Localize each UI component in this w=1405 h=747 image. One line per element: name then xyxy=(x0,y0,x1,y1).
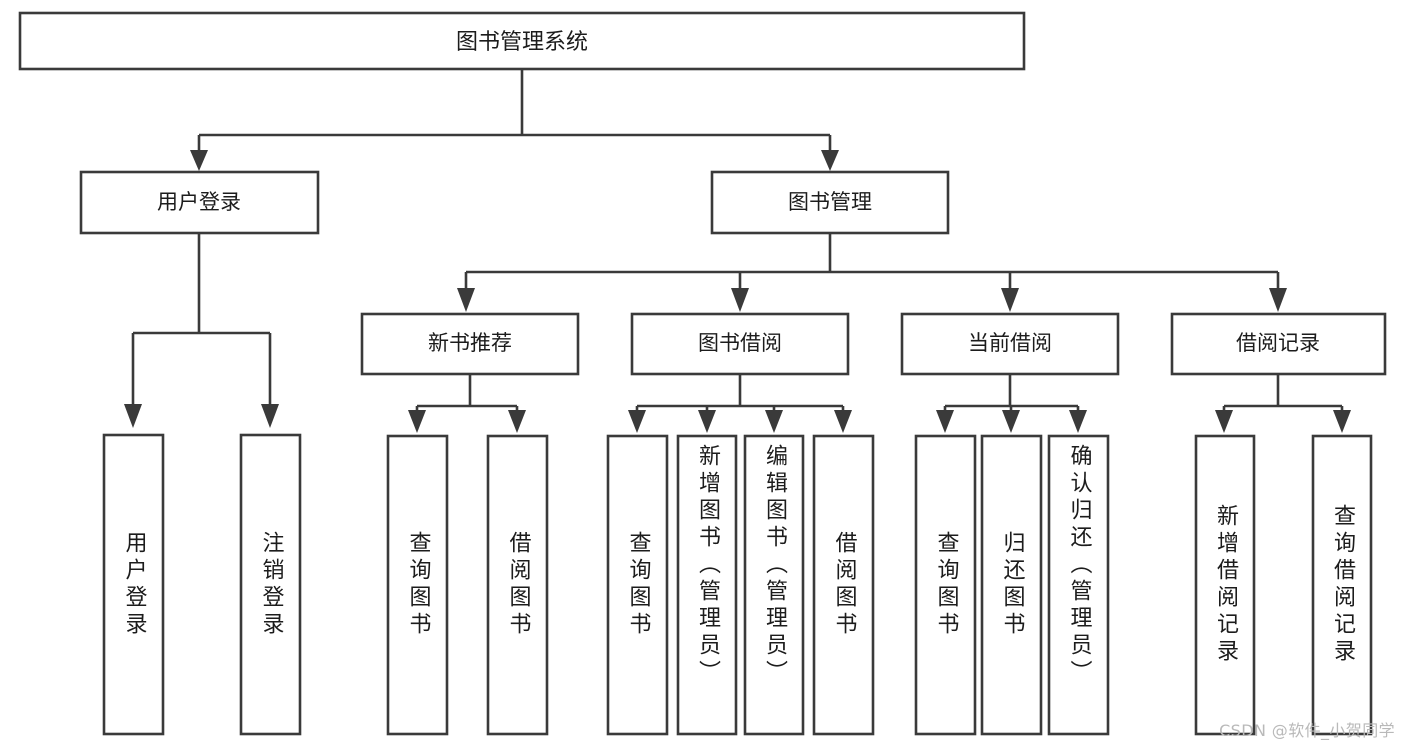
arrow-head-borrow-leaf-1 xyxy=(698,410,716,433)
leaf-new-book-0[interactable] xyxy=(386,434,449,736)
leaf-current-borrow-1[interactable] xyxy=(980,434,1043,736)
arrow-head-record-leaf-1 xyxy=(1333,410,1351,433)
arrow-head-record-leaf-0 xyxy=(1215,410,1233,433)
node-book-management-box[interactable] xyxy=(710,170,950,235)
leaf-new-book-1[interactable] xyxy=(486,434,549,736)
csdn-watermark: CSDN @软件_小贺同学 xyxy=(1219,721,1395,740)
node-book-management-label: 图书管理 xyxy=(788,190,872,214)
leaf-book-borrow-0-box[interactable] xyxy=(606,434,669,736)
leaf-user-login-0[interactable] xyxy=(102,433,165,736)
node-book-borrow-label: 图书借阅 xyxy=(698,331,782,355)
leaf-book-borrow-3-box[interactable] xyxy=(812,434,875,736)
node-root-box[interactable] xyxy=(18,11,1026,71)
node-new-book-recommend-label: 新书推荐 xyxy=(428,331,512,355)
node-user-login[interactable]: 用户登录 xyxy=(79,170,320,235)
node-current-borrow-label: 当前借阅 xyxy=(968,331,1052,355)
leaf-current-borrow-1-box[interactable] xyxy=(980,434,1043,736)
leaf-user-login-1[interactable] xyxy=(239,433,302,736)
leaf-book-borrow-2[interactable] xyxy=(743,434,805,736)
arrow-head-current-leaf-1 xyxy=(1002,410,1020,433)
leaf-new-book-1-box[interactable] xyxy=(486,434,549,736)
node-user-login-label: 用户登录 xyxy=(157,190,241,214)
arrow-head-borrow-leaf-2 xyxy=(765,410,783,433)
node-user-login-box[interactable] xyxy=(79,170,320,235)
arrow-head-user-login-leaf-0 xyxy=(124,404,142,428)
leaf-book-borrow-1-box[interactable] xyxy=(676,434,738,736)
arrow-head-new-book xyxy=(457,288,475,312)
leaf-user-login-0-box[interactable] xyxy=(102,433,165,736)
node-borrow-record-box[interactable] xyxy=(1170,312,1387,376)
leaf-current-borrow-2-box[interactable] xyxy=(1047,434,1110,736)
arrow-head-borrow-leaf-0 xyxy=(628,410,646,433)
node-book-borrow[interactable]: 图书借阅 xyxy=(630,312,850,376)
node-book-borrow-box[interactable] xyxy=(630,312,850,376)
node-root-label: 图书管理系统 xyxy=(456,30,588,55)
leaf-borrow-record-1-box[interactable] xyxy=(1311,434,1373,736)
leaf-borrow-record-0[interactable] xyxy=(1194,434,1256,736)
leaf-current-borrow-2[interactable] xyxy=(1047,434,1110,736)
arrow-head-new-book-leaf-1 xyxy=(508,410,526,433)
node-borrow-record-label: 借阅记录 xyxy=(1236,331,1320,355)
connector-layer xyxy=(124,69,1351,433)
arrow-head-current-leaf-0 xyxy=(936,410,954,433)
node-book-management[interactable]: 图书管理 xyxy=(710,170,950,235)
node-borrow-record[interactable]: 借阅记录 xyxy=(1170,312,1387,376)
arrow-head-user-login-leaf-1 xyxy=(261,404,279,428)
leaf-book-borrow-0[interactable] xyxy=(606,434,669,736)
node-current-borrow-box[interactable] xyxy=(900,312,1120,376)
leaf-borrow-record-1[interactable] xyxy=(1311,434,1373,736)
leaf-book-borrow-1[interactable] xyxy=(676,434,738,736)
arrow-head-current xyxy=(1001,288,1019,312)
arrow-head-borrow xyxy=(731,288,749,312)
leaf-current-borrow-0-box[interactable] xyxy=(914,434,977,736)
arrow-head-book-mgmt xyxy=(821,150,839,171)
leaf-current-borrow-0[interactable] xyxy=(914,434,977,736)
leaf-book-borrow-3[interactable] xyxy=(812,434,875,736)
arrow-head-borrow-leaf-3 xyxy=(834,410,852,433)
node-new-book-recommend[interactable]: 新书推荐 xyxy=(360,312,580,376)
arrow-head-record xyxy=(1269,288,1287,312)
leaf-new-book-0-box[interactable] xyxy=(386,434,449,736)
leaf-borrow-record-0-box[interactable] xyxy=(1194,434,1256,736)
arrow-head-new-book-leaf-0 xyxy=(408,410,426,433)
leaf-user-login-1-box[interactable] xyxy=(239,433,302,736)
leaf-book-borrow-2-box[interactable] xyxy=(743,434,805,736)
node-root[interactable]: 图书管理系统 xyxy=(18,11,1026,71)
node-current-borrow[interactable]: 当前借阅 xyxy=(900,312,1120,376)
node-new-book-recommend-box[interactable] xyxy=(360,312,580,376)
arrow-head-user-login xyxy=(190,150,208,171)
arrow-head-current-leaf-2 xyxy=(1069,410,1087,433)
